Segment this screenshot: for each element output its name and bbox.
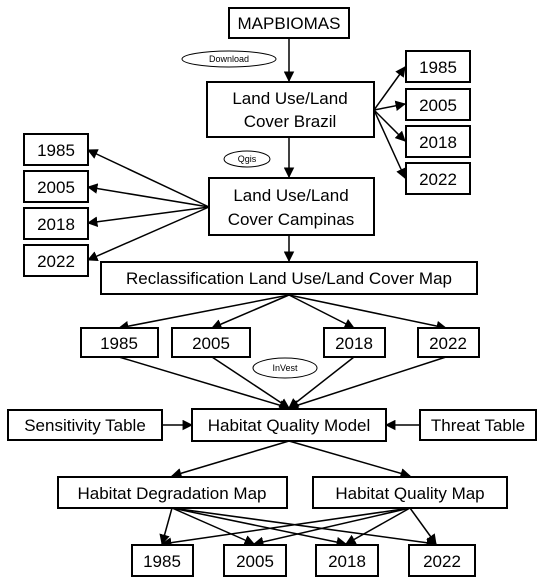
edge-quality-to-1985 [160, 507, 411, 548]
reclass-year-label: 2022 [429, 334, 467, 353]
output-year-label: 1985 [143, 552, 181, 571]
node-threat-table: Threat Table [419, 409, 537, 441]
edge-2022-to-hqm [288, 356, 447, 411]
qgis-label-oval: Qgis [223, 150, 271, 168]
lulc-brazil-line1: Land Use/Land [232, 89, 347, 108]
edge-brazil-to-2022 [373, 109, 406, 179]
invest-label: InVest [272, 363, 298, 373]
invest-label-oval: InVest [252, 357, 318, 379]
download-label-oval: Download [181, 50, 277, 68]
mapbiomas-label: MAPBIOMAS [238, 14, 341, 33]
qgis-label: Qgis [238, 154, 257, 164]
node-output-year-1: 1985 [131, 544, 194, 577]
edge-hqm-to-quality [288, 440, 412, 479]
node-campinas-year-1: 1985 [23, 133, 89, 166]
edge-brazil-to-1985 [373, 66, 406, 111]
reclass-year-label: 2018 [335, 334, 373, 353]
node-brazil-year-4: 2022 [405, 162, 471, 195]
output-year-label: 2005 [236, 552, 274, 571]
node-output-year-2: 2005 [223, 544, 287, 577]
output-year-label: 2018 [328, 552, 366, 571]
edge-hqm-to-degradation [170, 440, 290, 479]
node-reclass-year-4: 2022 [417, 327, 480, 358]
edge-degradation-to-2005 [171, 507, 255, 546]
reclass-year-label: 1985 [100, 334, 138, 353]
reclassification-label: Reclassification Land Use/Land Cover Map [126, 269, 452, 288]
edge-2005-to-hqm [211, 356, 290, 409]
campinas-year-label: 2018 [37, 215, 75, 234]
node-mapbiomas: MAPBIOMAS [228, 7, 350, 39]
node-habitat-quality-model: Habitat Quality Model [191, 408, 387, 442]
campinas-year-label: 2022 [37, 252, 75, 271]
node-sensitivity-table: Sensitivity Table [7, 409, 163, 441]
habitat-quality-model-label: Habitat Quality Model [208, 416, 371, 435]
brazil-year-label: 2018 [419, 133, 457, 152]
edge-2018-to-hqm [288, 356, 355, 409]
edge-1985-to-hqm [118, 356, 291, 411]
node-brazil-year-3: 2018 [405, 125, 471, 158]
node-brazil-year-1: 1985 [405, 50, 471, 83]
node-lulc-campinas: Land Use/Land Cover Campinas [208, 177, 375, 236]
node-habitat-quality-map: Habitat Quality Map [312, 476, 508, 509]
node-campinas-year-3: 2018 [23, 207, 89, 240]
edge-quality-to-2005 [252, 507, 411, 547]
edge-campinas-to-2018 [86, 206, 210, 227]
edge-reclass-to-2018 [288, 294, 355, 329]
lulc-campinas-line2: Cover Campinas [228, 210, 355, 229]
edge-degradation-to-2022 [171, 507, 438, 548]
node-campinas-year-4: 2022 [23, 244, 89, 277]
campinas-year-label: 2005 [37, 178, 75, 197]
edge-campinas-to-2022 [87, 206, 210, 262]
brazil-year-label: 1985 [419, 58, 457, 77]
edge-reclass-to-2005 [211, 294, 290, 330]
edge-degradation-to-2018 [171, 507, 348, 548]
output-year-label: 2022 [423, 552, 461, 571]
edge-quality-to-2022 [409, 507, 437, 545]
edge-brazil-to-2005 [373, 100, 407, 111]
node-reclassification: Reclassification Land Use/Land Cover Map [100, 261, 478, 295]
node-output-year-4: 2022 [408, 544, 476, 577]
node-reclass-year-1: 1985 [80, 327, 159, 358]
brazil-year-label: 2022 [419, 170, 457, 189]
edge-degradation-to-1985 [159, 507, 173, 546]
threat-table-label: Threat Table [431, 416, 525, 435]
node-habitat-degradation-map: Habitat Degradation Map [57, 476, 288, 509]
edge-reclass-to-1985 [117, 294, 290, 332]
edges [86, 38, 448, 548]
node-brazil-year-2: 2005 [405, 88, 471, 121]
node-reclass-year-2: 2005 [171, 327, 251, 358]
habitat-quality-map-label: Habitat Quality Map [335, 484, 484, 503]
habitat-degradation-map-label: Habitat Degradation Map [77, 484, 266, 503]
edge-brazil-to-2018 [373, 109, 406, 142]
edge-quality-to-2018 [345, 507, 411, 545]
node-lulc-brazil: Land Use/Land Cover Brazil [206, 81, 375, 138]
download-label: Download [209, 54, 249, 64]
node-reclass-year-3: 2018 [323, 327, 386, 358]
brazil-year-label: 2005 [419, 96, 457, 115]
reclass-year-label: 2005 [192, 334, 230, 353]
node-output-year-3: 2018 [315, 544, 379, 577]
edge-campinas-to-2005 [86, 183, 210, 208]
lulc-brazil-line2: Cover Brazil [244, 112, 337, 131]
edge-campinas-to-1985 [87, 149, 210, 208]
lulc-campinas-line1: Land Use/Land [233, 186, 348, 205]
campinas-year-label: 1985 [37, 141, 75, 160]
sensitivity-table-label: Sensitivity Table [24, 416, 146, 435]
node-campinas-year-2: 2005 [23, 170, 89, 203]
edge-reclass-to-2022 [288, 294, 448, 332]
